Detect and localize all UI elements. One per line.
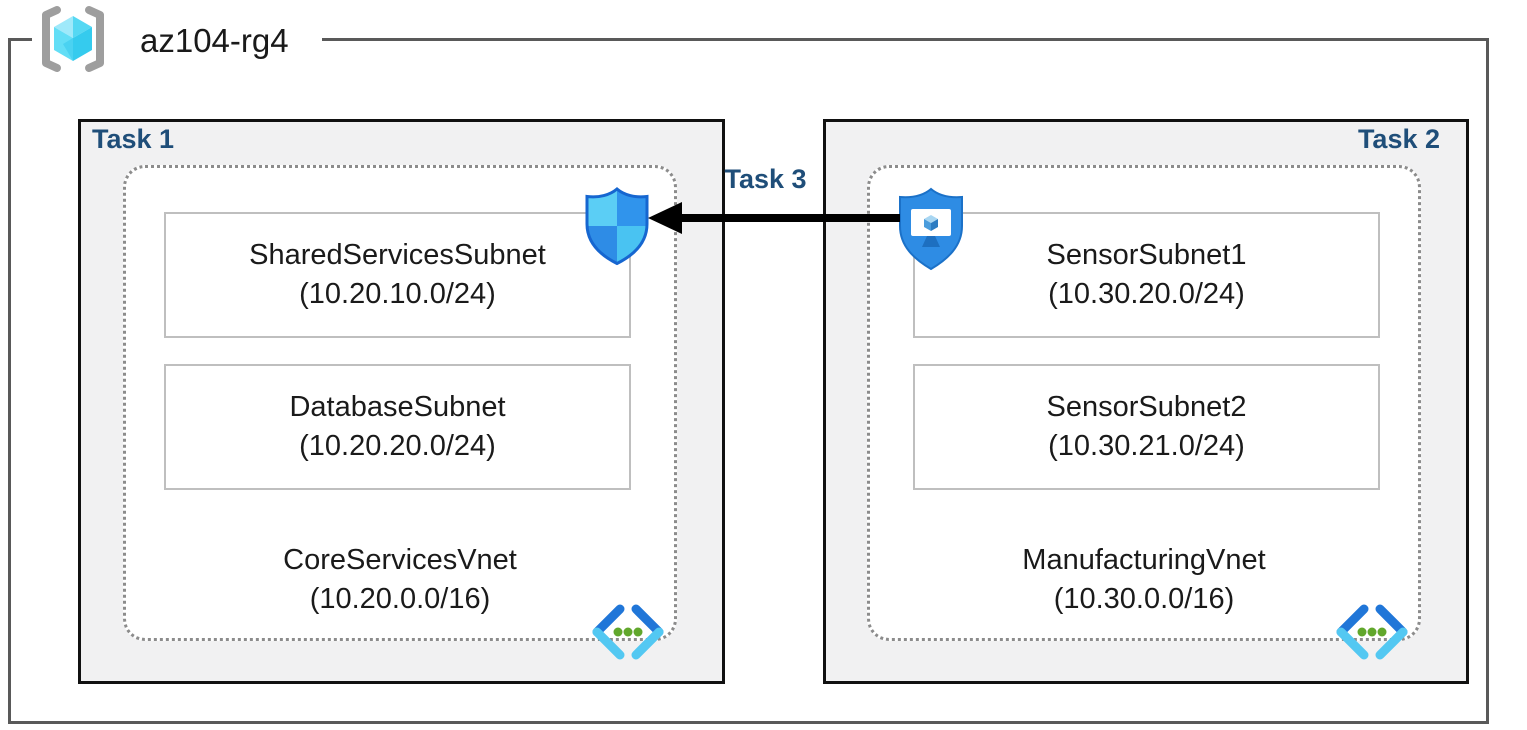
resource-group-icon bbox=[33, 3, 113, 75]
shared-services-subnet-box: SharedServicesSubnet (10.20.10.0/24) bbox=[164, 212, 631, 338]
task1-label: Task 1 bbox=[92, 124, 175, 154]
manufacturing-vnet-caption: ManufacturingVnet (10.30.0.0/16) bbox=[867, 541, 1421, 619]
virtual-network-icon bbox=[590, 604, 666, 660]
core-services-vnet-caption: CoreServicesVnet (10.20.0.0/16) bbox=[123, 541, 677, 619]
virtual-network-icon bbox=[1334, 604, 1410, 660]
task2-label: Task 2 bbox=[1357, 124, 1440, 154]
subnet-name: SensorSubnet1 bbox=[1046, 239, 1247, 271]
vnet-name: ManufacturingVnet bbox=[1022, 544, 1266, 576]
vnet-cidr: (10.30.0.0/16) bbox=[1053, 583, 1235, 615]
vnet-cidr: (10.20.0.0/16) bbox=[309, 583, 491, 615]
vnet-name: CoreServicesVnet bbox=[283, 544, 517, 576]
task3-label: Task 3 bbox=[724, 164, 807, 194]
subnet-name: SharedServicesSubnet bbox=[249, 239, 546, 271]
network-security-group-icon bbox=[584, 186, 650, 266]
subnet-cidr: (10.30.20.0/24) bbox=[1048, 278, 1245, 310]
subnet-cidr: (10.20.20.0/24) bbox=[299, 430, 496, 462]
sensor-subnet1-box: SensorSubnet1 (10.30.20.0/24) bbox=[913, 212, 1380, 338]
bastion-icon bbox=[897, 186, 965, 272]
task3-arrow bbox=[640, 195, 910, 245]
subnet-name: SensorSubnet2 bbox=[1046, 391, 1247, 423]
subnet-name: DatabaseSubnet bbox=[289, 391, 506, 423]
database-subnet-box: DatabaseSubnet (10.20.20.0/24) bbox=[164, 364, 631, 490]
sensor-subnet2-box: SensorSubnet2 (10.30.21.0/24) bbox=[913, 364, 1380, 490]
resource-group-frame bbox=[8, 38, 1489, 724]
resource-group-name: az104-rg4 bbox=[132, 22, 297, 60]
subnet-cidr: (10.30.21.0/24) bbox=[1048, 430, 1245, 462]
subnet-cidr: (10.20.10.0/24) bbox=[299, 278, 496, 310]
